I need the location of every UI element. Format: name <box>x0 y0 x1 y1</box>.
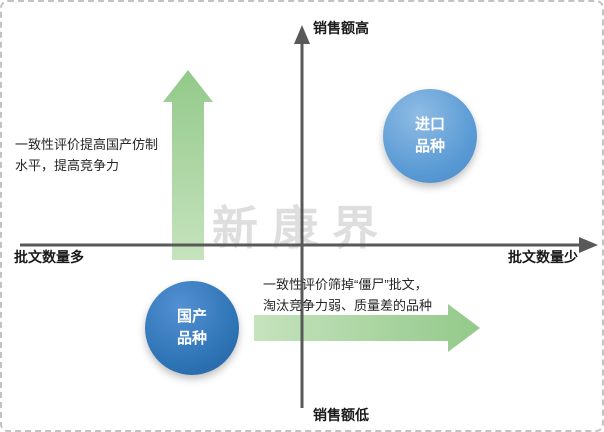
bubble-domestic-varieties: 国产 品种 <box>145 281 239 375</box>
bubble-domestic-varieties-label: 国产 品种 <box>176 308 207 347</box>
bubble-imported-varieties: 进口 品种 <box>383 89 477 183</box>
green-up-arrow <box>163 70 213 260</box>
axis-label-sales-high: 销售额高 <box>313 20 369 36</box>
axis-label-approvals-many: 批文数量多 <box>14 249 84 265</box>
annotation-filter-zombie-approvals: 一致性评价筛掉“僵尸”批文， 淘汰竞争力弱、质量差的品种 <box>263 277 433 314</box>
axis-label-sales-low: 销售额低 <box>313 407 369 423</box>
green-right-arrow <box>254 304 480 352</box>
x-axis-arrowhead <box>579 237 598 253</box>
axis-label-approvals-few: 批文数量少 <box>508 249 578 265</box>
y-axis-arrowhead <box>294 25 310 44</box>
annotation-improve-competitiveness: 一致性评价提高国产仿制 水平，提高竞争力 <box>15 137 159 174</box>
bubble-imported-varieties-label: 进口 品种 <box>414 116 445 155</box>
